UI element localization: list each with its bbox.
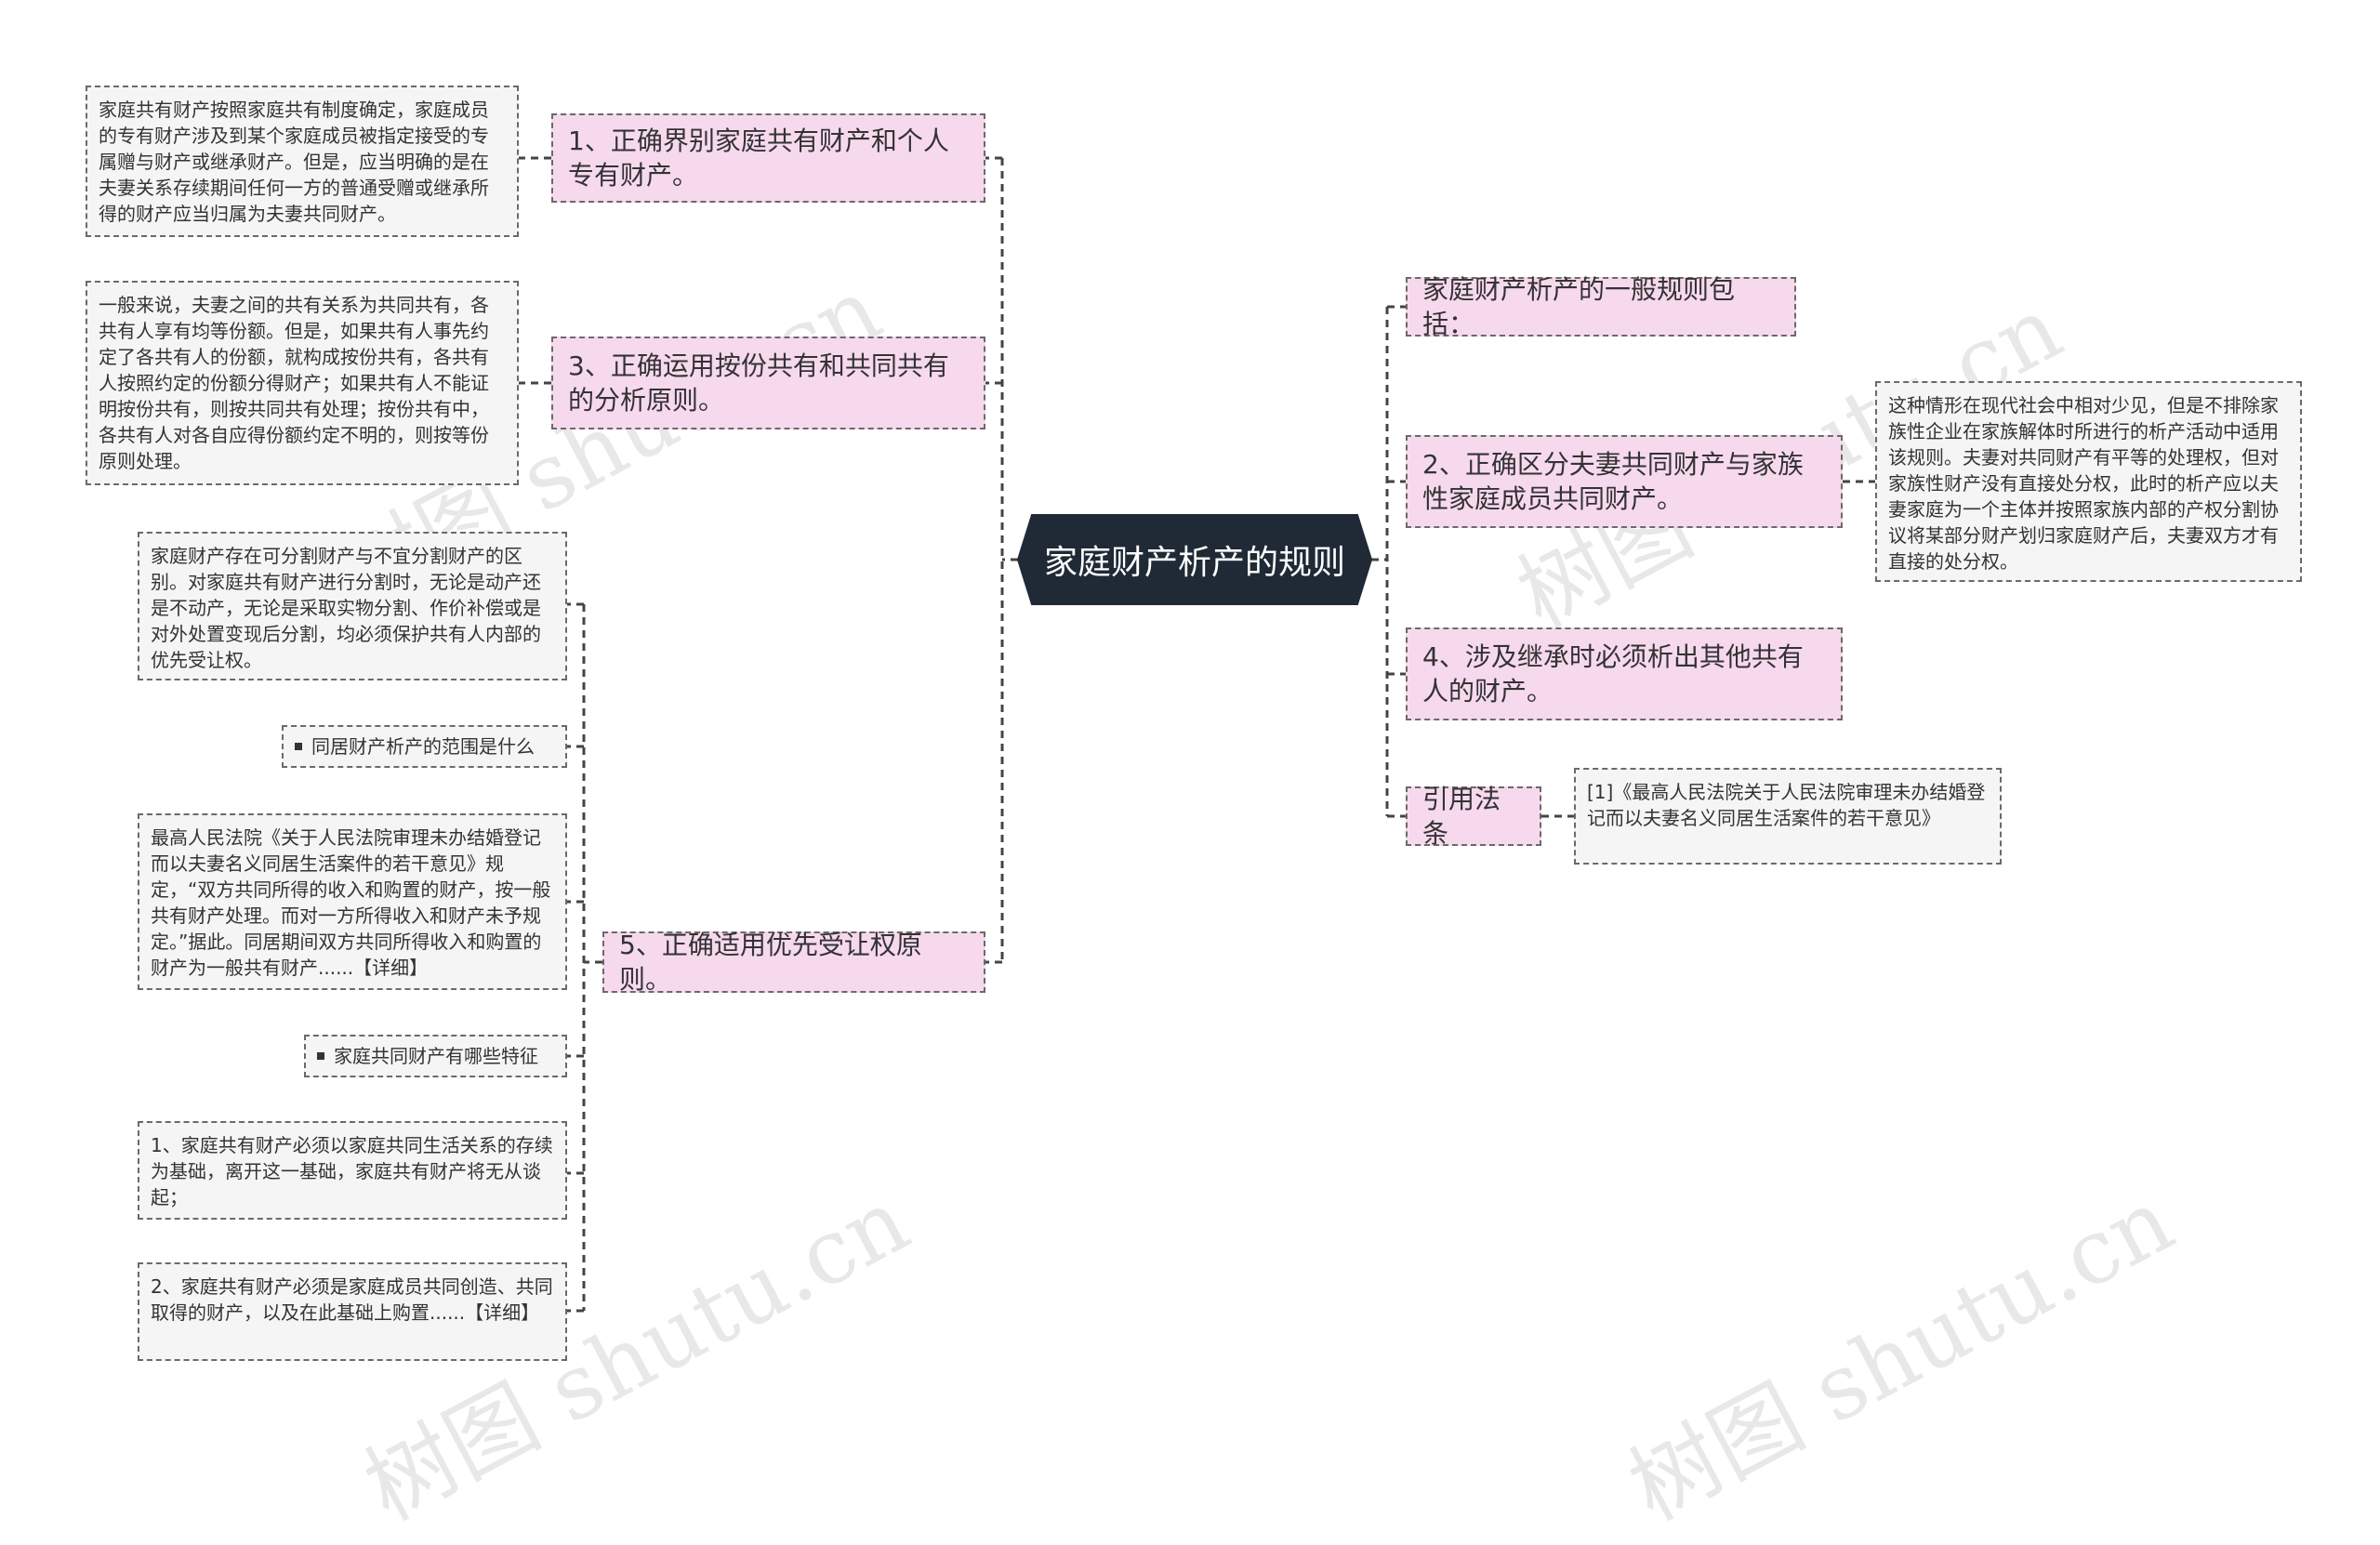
detail-text: 1、家庭共有财产必须以家庭共同生活关系的存续为基础，离开这一基础，家庭共有财产将… <box>151 1134 553 1208</box>
branch-node-4[interactable]: 4、涉及继承时必须析出其他共有人的财产。 <box>1406 627 1843 720</box>
branch-node-3[interactable]: 3、正确运用按份共有和共同共有的分析原则。 <box>551 337 985 429</box>
branch-node-general-rules[interactable]: 家庭财产析产的一般规则包括： <box>1406 274 1796 339</box>
root-node[interactable]: 家庭财产析产的规则 <box>1043 544 1345 582</box>
branch-node-2[interactable]: 2、正确区分夫妻共同财产与家族性家庭成员共同财产。 <box>1406 435 1843 528</box>
branch-node-1[interactable]: 1、正确界别家庭共有财产和个人专有财产。 <box>551 113 985 203</box>
branch-node-citation[interactable]: 引用法条 <box>1406 784 1541 849</box>
detail-node-5c[interactable]: 1、家庭共有财产必须以家庭共同生活关系的存续为基础，离开这一基础，家庭共有财产将… <box>138 1121 567 1220</box>
citation-detail[interactable]: [1]《最高人民法院关于人民法院审理未办结婚登记而以夫妻名义同居生活案件的若干意… <box>1574 768 2002 865</box>
branch-label: 引用法条 <box>1422 784 1501 849</box>
square-bullet-icon <box>295 743 302 750</box>
branch-label: 5、正确适用优先受让权原则。 <box>619 930 922 995</box>
detail-text: 这种情形在现代社会中相对少见，但是不排除家族性企业在家族解体时所进行的析产活动中… <box>1888 394 2279 573</box>
branch-label: 1、正确界别家庭共有财产和个人专有财产。 <box>568 125 949 191</box>
root-node-shape <box>1016 514 1373 605</box>
detail-node-5b[interactable]: 最高人民法院《关于人民法院审理未办结婚登记而以夫妻名义同居生活案件的若干意见》规… <box>138 813 567 990</box>
question-text: 家庭共同财产有哪些特征 <box>334 1045 538 1067</box>
detail-node-5a[interactable]: 家庭财产存在可分割财产与不宜分割财产的区别。对家庭共有财产进行分割时，无论是动产… <box>138 532 567 680</box>
branch-label: 家庭财产析产的一般规则包括： <box>1422 274 1736 339</box>
branch-label: 3、正确运用按份共有和共同共有的分析原则。 <box>568 350 949 416</box>
question-text: 同居财产析产的范围是什么 <box>311 735 535 758</box>
detail-text: 家庭共有财产按照家庭共有制度确定，家庭成员的专有财产涉及到某个家庭成员被指定接受… <box>99 99 489 225</box>
related-question-1[interactable]: 同居财产析产的范围是什么 <box>282 725 567 768</box>
branch-node-5[interactable]: 5、正确适用优先受让权原则。 <box>602 930 985 995</box>
square-bullet-icon <box>317 1052 324 1060</box>
detail-node-5d[interactable]: 2、家庭共有财产必须是家庭成员共同创造、共同取得的财产，以及在此基础上购置...… <box>138 1262 567 1361</box>
connector-lines <box>519 156 1875 1313</box>
detail-text: [1]《最高人民法院关于人民法院审理未办结婚登记而以夫妻名义同居生活案件的若干意… <box>1587 781 1986 829</box>
detail-text: 2、家庭共有财产必须是家庭成员共同创造、共同取得的财产，以及在此基础上购置...… <box>151 1275 553 1324</box>
detail-node-3[interactable]: 一般来说，夫妻之间的共有关系为共同共有，各共有人享有均等份额。但是，如果共有人事… <box>86 281 519 485</box>
branch-label: 2、正确区分夫妻共同财产与家族性家庭成员共同财产。 <box>1422 449 1804 514</box>
detail-text: 最高人民法院《关于人民法院审理未办结婚登记而以夫妻名义同居生活案件的若干意见》规… <box>151 826 551 979</box>
branch-label: 4、涉及继承时必须析出其他共有人的财产。 <box>1422 641 1804 706</box>
detail-text: 一般来说，夫妻之间的共有关系为共同共有，各共有人享有均等份额。但是，如果共有人事… <box>99 294 489 472</box>
detail-node-1[interactable]: 家庭共有财产按照家庭共有制度确定，家庭成员的专有财产涉及到某个家庭成员被指定接受… <box>86 86 519 237</box>
related-question-2[interactable]: 家庭共同财产有哪些特征 <box>304 1035 567 1077</box>
connector-layer <box>519 156 1875 1313</box>
detail-text: 家庭财产存在可分割财产与不宜分割财产的区别。对家庭共有财产进行分割时，无论是动产… <box>151 545 541 671</box>
detail-node-2[interactable]: 这种情形在现代社会中相对少见，但是不排除家族性企业在家族解体时所进行的析产活动中… <box>1875 381 2302 582</box>
